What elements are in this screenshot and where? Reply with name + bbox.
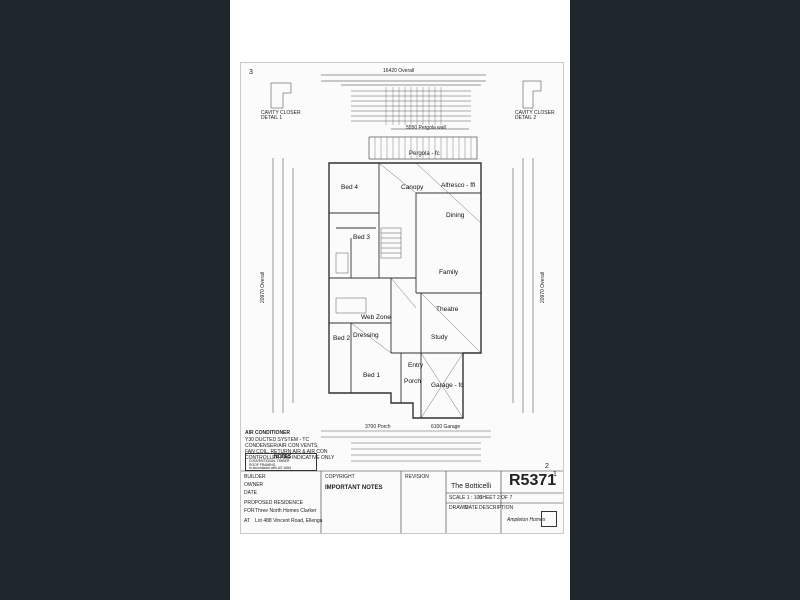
floor-plan-document: 3 16420 Overall CAVITY CLOSER DETAIL 1 C… xyxy=(230,0,570,600)
overall-top-dimension: 16420 Overall xyxy=(383,68,415,74)
section-mark: 2 xyxy=(545,463,549,470)
pergola-wall-dimension: 5550 Pergola wall xyxy=(406,125,446,131)
porch-width-dimension: 3700 Porch xyxy=(365,424,391,430)
copyright-label: COPYRIGHT xyxy=(325,474,355,480)
date-column-label: DATE xyxy=(465,505,478,511)
aircon-note-text: Y30 DUCTED SYSTEM - TC CONDENSER/AIR CON… xyxy=(245,437,335,461)
proposed-residence-label: PROPOSED RESIDENCE xyxy=(244,500,303,506)
description-label: DESCRIPTION xyxy=(479,505,514,511)
important-notes-heading: IMPORTANT NOTES xyxy=(325,485,383,491)
room-bed-4: Bed 4 xyxy=(341,184,358,191)
room-family: Family xyxy=(439,269,459,276)
room-theatre: Theatre xyxy=(436,306,459,313)
drawn-label: DRAWN xyxy=(449,505,468,511)
aircon-note-title: AIR CONDITIONER xyxy=(245,430,290,436)
room-dressing: Dressing xyxy=(353,332,379,339)
room-bed-1: Bed 1 xyxy=(363,372,380,379)
at-label: AT xyxy=(244,518,251,524)
builder-logo-mark-icon xyxy=(541,511,557,527)
left-viewer-backdrop xyxy=(0,0,230,600)
client-name: Three North Homes Clarker xyxy=(255,508,317,514)
title-builder-label: BUILDER xyxy=(244,474,266,480)
roof-notes-box: NOTES CONVENTIONAL TIMBER ROOF FRAMING i… xyxy=(245,453,317,471)
room-bed-3: Bed 3 xyxy=(353,234,370,241)
roof-notes-title: NOTES xyxy=(274,454,292,460)
title-owner-label: OWNER xyxy=(244,482,264,488)
job-number: R5371 xyxy=(509,472,557,489)
room-web-zone: Web Zone xyxy=(361,314,391,321)
room-garage: Garage - fc xyxy=(431,382,464,389)
cavity-closer-detail-2: CAVITY CLOSER DETAIL 2 xyxy=(515,110,555,121)
room-bed-2: Bed 2 xyxy=(333,335,350,342)
overall-left-dimension: 20970 Overall xyxy=(260,271,266,303)
scale-label: SCALE 1 : 100 xyxy=(449,495,483,501)
corner-mark: 3 xyxy=(249,69,253,76)
for-label: FOR xyxy=(244,508,255,514)
sheet-label: SHEET 2 OF 7 xyxy=(479,495,513,501)
room-canopy: Canopy xyxy=(401,184,424,191)
project-name: The Botticelli xyxy=(451,483,492,490)
room-alfresco: Alfresco - ffl xyxy=(441,182,476,189)
roof-notes-text: CONVENTIONAL TIMBER ROOF FRAMING in acco… xyxy=(249,459,291,471)
cavity-closer-detail-1: CAVITY CLOSER DETAIL 1 xyxy=(261,110,301,121)
overall-right-dimension: 20970 Overall xyxy=(540,271,546,303)
builder-logo: Ampleton Homes xyxy=(507,517,546,523)
plan-sheet: 3 16420 Overall CAVITY CLOSER DETAIL 1 C… xyxy=(240,62,564,534)
site-address: Lot 488 Vincent Road, Ellenga xyxy=(255,518,323,524)
room-porch: Porch xyxy=(404,378,421,385)
right-viewer-backdrop xyxy=(570,0,800,600)
garage-width-dimension: 6100 Garage xyxy=(431,424,461,430)
section-mark-b: 1 xyxy=(553,471,557,478)
room-entry: Entry xyxy=(408,362,424,369)
title-date-label: DATE xyxy=(244,490,257,496)
room-dining: Dining xyxy=(446,212,465,219)
room-study: Study xyxy=(431,334,448,341)
floor-plan-drawing xyxy=(241,74,563,533)
revision-label: REVISION xyxy=(405,474,429,480)
pergola-label: Pergola - fc xyxy=(409,151,440,157)
